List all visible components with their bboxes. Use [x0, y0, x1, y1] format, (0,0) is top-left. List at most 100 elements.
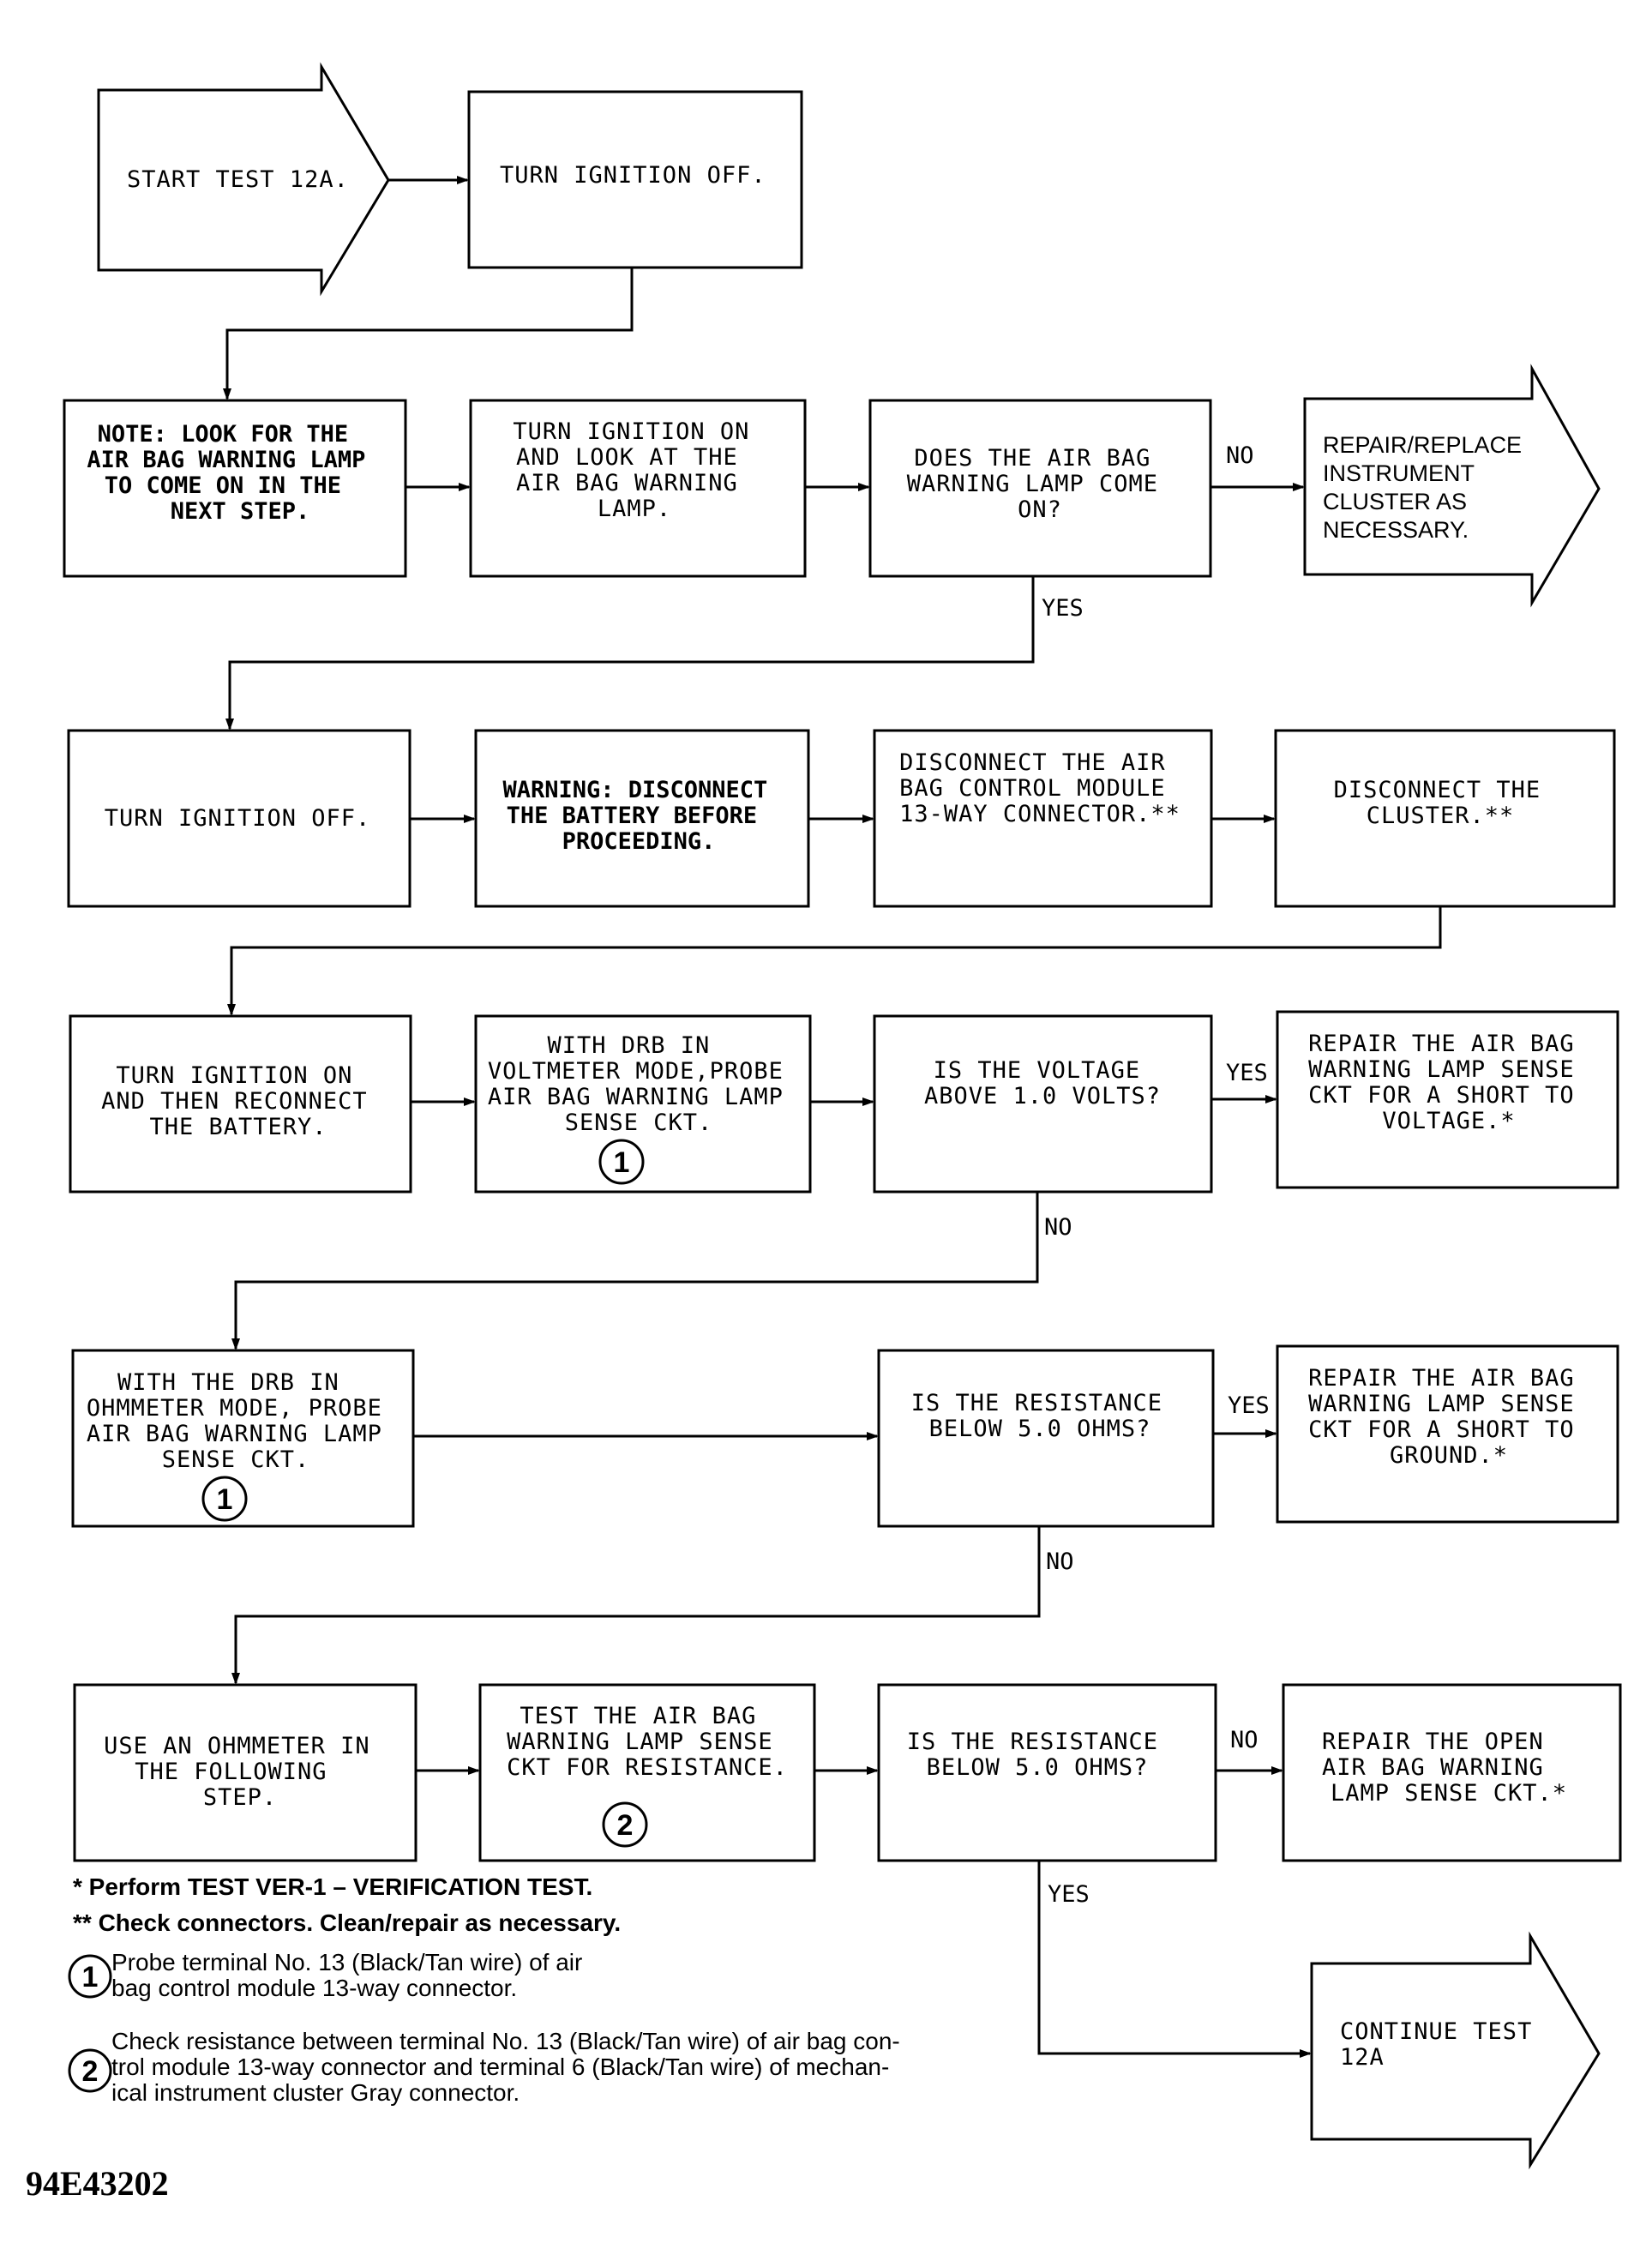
- label-n4-no: NO: [1226, 442, 1254, 469]
- label-n4-yes: YES: [1042, 595, 1084, 622]
- box-n17: [73, 1683, 418, 1862]
- n8-line-3: 13-WAY CONNECTOR.**: [899, 801, 1180, 827]
- n19-label: IS THE RESISTANCE BELOW 5.0 OHMS?: [907, 1729, 1174, 1781]
- n7-label: WARNING: DISCONNECT THE BATTERY BEFORE P…: [502, 777, 781, 855]
- footnote-2-line-2: trol module 13-way connector and termina…: [111, 2054, 889, 2080]
- n10-line-3: THE BATTERY.: [149, 1114, 327, 1140]
- connector-n15-n17: [231, 1526, 1041, 1685]
- n10-line-2: AND THEN RECONNECT: [101, 1088, 368, 1115]
- n11-label: WITH DRB IN VOLTMETER MODE,PROBE AIR BAG…: [488, 1032, 798, 1136]
- n18-line-2: WARNING LAMP SENSE: [507, 1729, 773, 1755]
- n3-line-3: AIR BAG WARNING: [516, 470, 738, 496]
- flowchart-shapes: [63, 62, 1622, 2170]
- n13-line-2: WARNING LAMP SENSE: [1308, 1056, 1575, 1083]
- connector-n1-n2: [223, 268, 634, 400]
- box-n1: [467, 90, 803, 269]
- n14-line-2: OHMMETER MODE, PROBE: [87, 1395, 382, 1422]
- note-double-asterisk: ** Check connectors. Clean/repair as nec…: [73, 1909, 621, 1936]
- box-n15: [877, 1349, 1215, 1528]
- box-n6: [67, 729, 411, 908]
- n6-label: TURN IGNITION OFF.: [105, 805, 371, 832]
- n13-line-3: CKT FOR A SHORT TO: [1308, 1082, 1575, 1109]
- n4-line-2: WARNING LAMP COME: [907, 471, 1158, 497]
- n16-line-3: CKT FOR A SHORT TO: [1308, 1416, 1575, 1443]
- n17-line-3: STEP.: [203, 1784, 277, 1811]
- box-n3: [469, 399, 807, 578]
- n21-label: CONTINUE TEST 12A: [1340, 2018, 1547, 2071]
- n5-line-4: NECESSARY.: [1323, 517, 1469, 543]
- n5-line-3: CLUSTER AS: [1323, 489, 1467, 514]
- footnote-2-line-1: Check resistance between terminal No. 13…: [111, 2028, 900, 2054]
- n19-line-2: BELOW 5.0 OHMS?: [927, 1754, 1149, 1781]
- note-asterisk: * Perform TEST VER-1 – VERIFICATION TEST…: [73, 1873, 592, 1900]
- footnote-1-line-1: Probe terminal No. 13 (Black/Tan wire) o…: [111, 1949, 582, 1975]
- start-line-1: START TEST 12A.: [127, 166, 349, 193]
- n11-line-3: AIR BAG WARNING LAMP: [488, 1084, 784, 1110]
- n12-line-1: IS THE VOLTAGE: [934, 1057, 1141, 1084]
- n16-line-1: REPAIR THE AIR BAG: [1308, 1365, 1575, 1392]
- n5-line-2: INSTRUMENT: [1323, 460, 1475, 486]
- n17-line-2: THE FOLLOWING: [135, 1759, 327, 1785]
- n11-step-badge: 1: [614, 1146, 630, 1179]
- n11-step-badge-circle: [598, 1139, 645, 1185]
- n11-line-1: WITH DRB IN: [547, 1032, 710, 1059]
- n2-line-4: NEXT STEP.: [171, 498, 310, 525]
- n13-line-4: VOLTAGE.*: [1382, 1108, 1515, 1134]
- connector-n4-n6: [225, 576, 1035, 731]
- footnote-2-line-3: ical instrument cluster Gray connector.: [111, 2079, 520, 2106]
- n13-line-1: REPAIR THE AIR BAG: [1308, 1031, 1575, 1057]
- connector-n19-n21: [1037, 1861, 1312, 2058]
- n7-line-2: THE BATTERY BEFORE: [507, 803, 758, 829]
- n20-label: REPAIR THE OPEN AIR BAG WARNING LAMP SEN…: [1322, 1729, 1567, 1807]
- n18-line-3: CKT FOR RESISTANCE.: [507, 1754, 788, 1781]
- n13-label: REPAIR THE AIR BAG WARNING LAMP SENSE CK…: [1308, 1031, 1589, 1134]
- n20-line-3: LAMP SENSE CKT.*: [1331, 1780, 1567, 1807]
- n5-label: REPAIR/REPLACE INSTRUMENT CLUSTER AS NEC…: [1323, 432, 1529, 543]
- footnote-2-badge: 2: [82, 2055, 99, 2088]
- n14-step-badge: 1: [217, 1483, 233, 1516]
- box-n5-arrow-shape: [1303, 364, 1601, 608]
- n9-label: DISCONNECT THE CLUSTER.**: [1334, 777, 1556, 829]
- n14-step-badge-circle: [201, 1476, 248, 1522]
- figure-id: 94E43202: [26, 2164, 169, 2203]
- n21-line-2: 12A: [1340, 2044, 1385, 2071]
- n3-line-2: AND LOOK AT THE: [516, 444, 738, 471]
- n16-line-2: WARNING LAMP SENSE: [1308, 1391, 1575, 1417]
- n17-line-1: USE AN OHMMETER IN: [104, 1733, 370, 1759]
- start-arrow-shape: [97, 62, 390, 297]
- n18-step-badge-circle: [602, 1801, 648, 1848]
- n15-label: IS THE RESISTANCE BELOW 5.0 OHMS?: [911, 1390, 1178, 1442]
- n3-line-1: TURN IGNITION ON: [513, 418, 749, 445]
- n15-line-1: IS THE RESISTANCE: [911, 1390, 1162, 1416]
- n6-line-1: TURN IGNITION OFF.: [105, 805, 371, 832]
- n18-line-1: TEST THE AIR BAG: [520, 1703, 756, 1729]
- box-n2: [63, 399, 407, 578]
- n17-label: USE AN OHMMETER IN THE FOLLOWING STEP.: [104, 1733, 385, 1811]
- n20-line-1: REPAIR THE OPEN: [1322, 1729, 1544, 1755]
- box-n19: [877, 1683, 1217, 1862]
- n10-line-1: TURN IGNITION ON: [116, 1062, 352, 1089]
- box-n8: [873, 729, 1213, 908]
- branch-labels: NO YES YES NO YES NO NO YES: [1042, 442, 1270, 1908]
- n12-line-2: ABOVE 1.0 VOLTS?: [924, 1083, 1161, 1109]
- box-n13: [1276, 1010, 1619, 1189]
- n11-line-2: VOLTMETER MODE,PROBE: [488, 1058, 784, 1085]
- n3-line-4: LAMP.: [598, 496, 671, 522]
- n8-line-1: DISCONNECT THE AIR: [899, 749, 1166, 776]
- label-n15-no: NO: [1046, 1548, 1074, 1575]
- n20-line-2: AIR BAG WARNING: [1322, 1754, 1544, 1781]
- n5-line-1: REPAIR/REPLACE: [1323, 432, 1522, 458]
- n1-line-1: TURN IGNITION OFF.: [500, 162, 766, 189]
- notes-legend: * Perform TEST VER-1 – VERIFICATION TEST…: [26, 1873, 900, 2203]
- n1-label: TURN IGNITION OFF.: [500, 162, 766, 189]
- footnote-1-text: Probe terminal No. 13 (Black/Tan wire) o…: [111, 1949, 589, 2001]
- label-n19-yes: YES: [1048, 1881, 1090, 1908]
- label-n19-no: NO: [1230, 1727, 1259, 1753]
- n10-label: TURN IGNITION ON AND THEN RECONNECT THE …: [101, 1062, 382, 1140]
- n14-line-3: AIR BAG WARNING LAMP: [87, 1421, 382, 1447]
- box-n18: [478, 1683, 816, 1862]
- n4-line-3: ON?: [1018, 496, 1062, 523]
- connector-n9-n10: [227, 906, 1442, 1016]
- start-label: START TEST 12A.: [127, 166, 349, 193]
- n16-line-4: GROUND.*: [1390, 1442, 1508, 1469]
